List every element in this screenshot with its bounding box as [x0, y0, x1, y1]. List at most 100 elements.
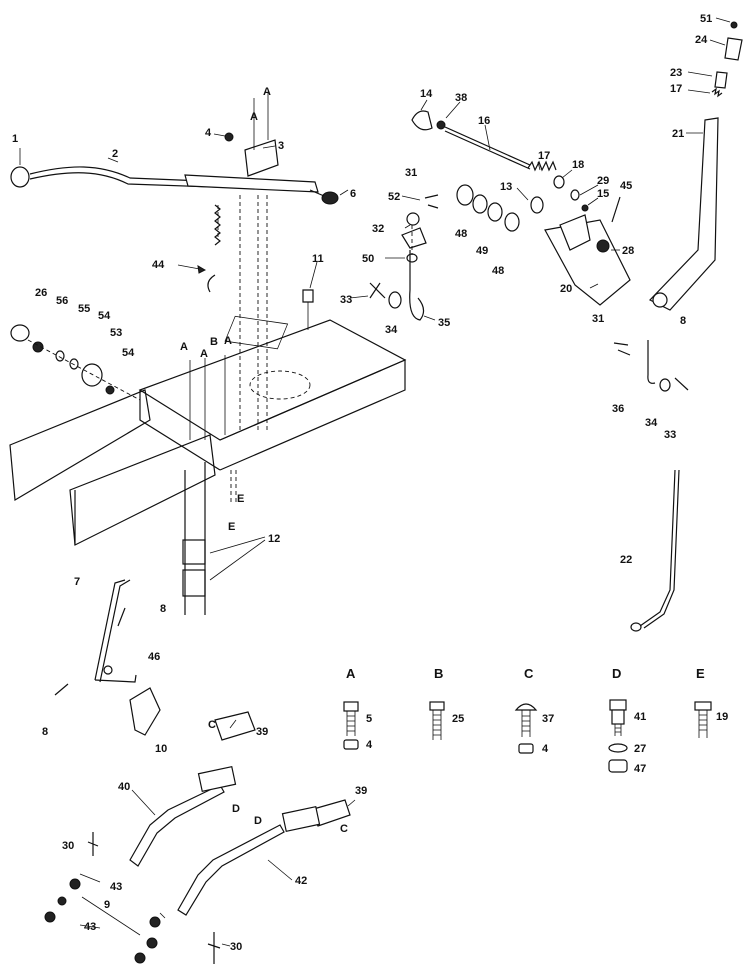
carriage-bolt-37-icon [514, 703, 538, 711]
callout-51: 51 [700, 13, 712, 25]
plate-39-a [214, 711, 256, 741]
callout-17-b: 17 [670, 83, 682, 95]
callout-33-b: 33 [664, 429, 676, 441]
callout-54-b: 54 [122, 347, 135, 359]
pin-8-b [54, 683, 69, 696]
screw-51 [730, 21, 738, 29]
legend-c-part-4: 4 [542, 743, 549, 755]
rod-36 [647, 340, 656, 384]
washer-27-icon [608, 743, 628, 753]
callout-12: 12 [268, 533, 280, 545]
callout-24: 24 [695, 34, 708, 46]
bracket-11 [302, 289, 314, 303]
legend-letter-d: D [612, 666, 621, 681]
washer-55 [55, 350, 65, 362]
callout-15: 15 [597, 188, 609, 200]
link-35 [409, 250, 425, 321]
washer-48-b [504, 212, 520, 232]
washer-48-a [456, 184, 474, 206]
callout-53: 53 [110, 327, 122, 339]
callout-32: 32 [372, 223, 384, 235]
callout-43-b: 43 [84, 921, 96, 933]
callout-7: 7 [74, 576, 80, 588]
cap-26 [10, 324, 30, 342]
washer-29 [570, 189, 580, 201]
callout-26: 26 [35, 287, 47, 299]
callout-10: 10 [155, 743, 167, 755]
callout-11: 11 [312, 253, 324, 265]
callout-33-a: 33 [340, 294, 352, 306]
bushing-13 [530, 196, 544, 214]
legend-letter-e: E [696, 666, 705, 681]
rod-22 [639, 469, 676, 627]
spring-17-b [711, 87, 723, 98]
clip-52 [406, 212, 420, 226]
fitting-43-e [146, 937, 158, 949]
legend-d-part-47: 47 [634, 763, 646, 775]
bracket-12-lower [182, 569, 206, 597]
callout-35: 35 [438, 317, 450, 329]
lift-rod-2 [29, 166, 301, 186]
callout-8-c: 8 [42, 726, 48, 738]
lift-lever-assembly [613, 21, 743, 632]
callout-34-a: 34 [385, 324, 398, 336]
legend-d-part-41: 41 [634, 711, 646, 723]
callout-8-a: 8 [680, 315, 686, 327]
callout-48-a: 48 [455, 228, 467, 240]
callout-56: 56 [56, 295, 68, 307]
grip-24 [724, 37, 743, 61]
callout-42: 42 [295, 875, 307, 887]
height-adjust-knob-assembly [10, 324, 141, 401]
callout-38: 38 [455, 92, 467, 104]
callout-49: 49 [476, 245, 488, 257]
ref-a-4: A [200, 348, 208, 360]
lower-linkage-assembly [44, 579, 351, 964]
leader-lines [79, 17, 731, 947]
lift-link-plate-3 [184, 174, 319, 193]
callout-16: 16 [478, 115, 490, 127]
hardware-legend: A B C D E 5 4 25 37 4 41 27 47 19 [343, 666, 728, 775]
nut-38 [436, 120, 446, 130]
callout-17-a: 17 [538, 150, 550, 162]
callout-4: 4 [205, 127, 212, 139]
callout-20: 20 [560, 283, 572, 295]
fitting-43-c [44, 911, 56, 923]
washer-34-b [659, 378, 671, 392]
legend-a-part-5: 5 [366, 713, 372, 725]
link-rod-7 [94, 579, 126, 681]
ref-a-5: A [224, 335, 232, 347]
callout-31-a: 31 [405, 167, 417, 179]
fitting-43-a [69, 878, 81, 890]
callout-39-b: 39 [355, 785, 367, 797]
callout-3: 3 [278, 140, 284, 152]
pin-8-a [117, 607, 126, 627]
callout-45: 45 [620, 180, 632, 192]
callout-6: 6 [350, 188, 356, 200]
washer-46 [103, 665, 113, 675]
fitting-43-b [57, 896, 67, 906]
ref-a-1: A [263, 86, 271, 98]
callout-30-b: 30 [230, 941, 242, 953]
washer-34-a [388, 291, 402, 309]
legend-d-part-27: 27 [634, 743, 646, 755]
legend-letter-a: A [346, 666, 356, 681]
legend-e-part-19: 19 [716, 711, 728, 723]
legend-letter-c: C [524, 666, 534, 681]
knob-6 [321, 191, 339, 205]
washer-54-b [105, 385, 115, 395]
callout-21: 21 [672, 128, 684, 140]
callout-44: 44 [152, 259, 165, 271]
legend-a-part-4: 4 [366, 739, 373, 751]
callout-labels: 1 2 3 4 6 44 11 26 56 55 54 53 54 12 14 … [12, 13, 712, 953]
knob-53 [81, 363, 103, 387]
pin-33-b [674, 377, 689, 391]
callout-13: 13 [500, 181, 512, 193]
callout-23: 23 [670, 67, 682, 79]
callout-28: 28 [622, 245, 634, 257]
bracket-12-upper [182, 539, 206, 565]
callout-52: 52 [388, 191, 400, 203]
callout-48-b: 48 [492, 265, 504, 277]
washer-49-a [472, 194, 488, 214]
pin-30-a [87, 832, 99, 856]
